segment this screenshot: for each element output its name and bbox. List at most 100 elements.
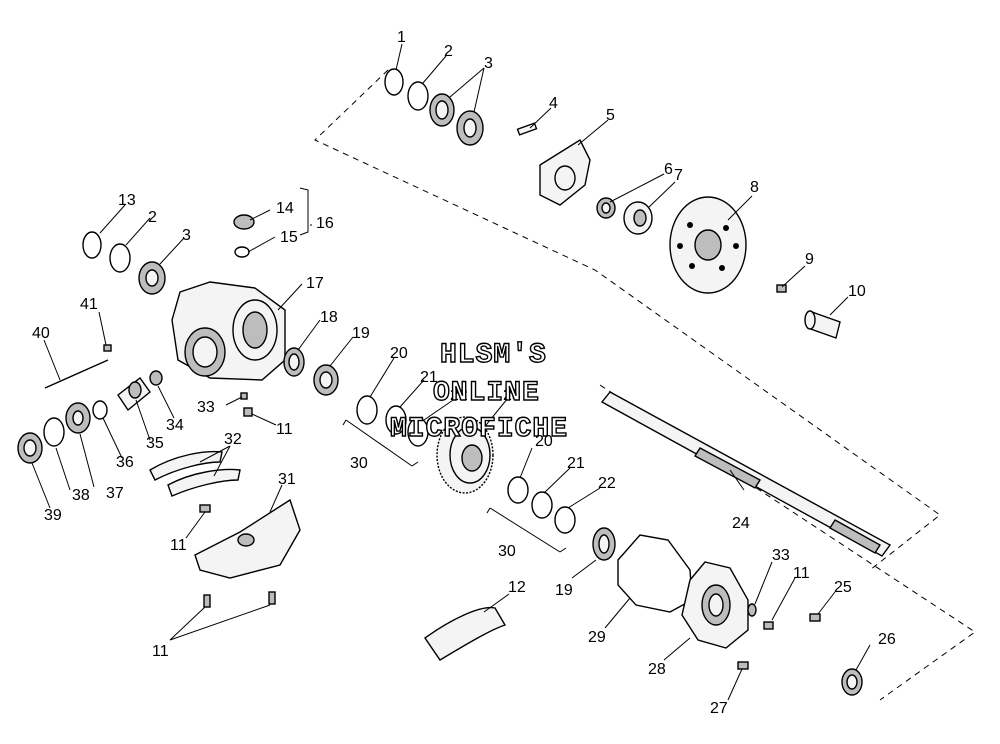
snap-ring-13 — [82, 231, 102, 259]
callout-35: 35 — [146, 435, 164, 452]
callout-9: 9 — [805, 251, 814, 268]
shaft-40 — [44, 359, 109, 389]
guard-12 — [424, 606, 507, 661]
callout-5: 5 — [606, 107, 615, 124]
callout-3-top: 3 — [484, 55, 493, 72]
callout-20-lower: 20 — [535, 433, 553, 450]
callout-13: 13 — [118, 192, 136, 209]
pinion-gear-35 — [117, 377, 151, 412]
bearing-3b — [456, 110, 484, 146]
bolt-11-right — [763, 621, 774, 630]
gasket-29 — [617, 534, 693, 613]
callout-19-lower: 19 — [555, 582, 573, 599]
callout-1: 1 — [397, 29, 406, 46]
callout-26: 26 — [878, 631, 896, 648]
leader-lines — [31, 43, 871, 701]
callout-15: 15 — [280, 229, 298, 246]
callout-34: 34 — [166, 417, 184, 434]
callout-28: 28 — [648, 661, 666, 678]
ring-38 — [43, 417, 65, 447]
callout-20-upper: 20 — [390, 345, 408, 362]
oring-36 — [92, 400, 108, 420]
bearing-3a — [429, 93, 455, 127]
callout-40: 40 — [32, 325, 50, 342]
shim-22-upper — [407, 417, 429, 447]
bolt-25 — [809, 613, 821, 622]
washer-33-right — [747, 603, 757, 617]
watermark-line-3: MICROFICHE — [390, 414, 568, 445]
callout-32: 32 — [224, 431, 242, 448]
snap-ring-2-top — [407, 81, 429, 111]
callout-2-top: 2 — [444, 43, 453, 60]
hub-7 — [623, 201, 653, 235]
callout-19-upper: 19 — [352, 325, 370, 342]
seal-39 — [17, 432, 43, 464]
snap-ring-1 — [384, 68, 404, 96]
callout-6: 6 — [664, 161, 673, 178]
callout-18: 18 — [320, 309, 338, 326]
callout-10: 10 — [848, 283, 866, 300]
callout-41: 41 — [80, 296, 98, 313]
shim-21-upper — [385, 405, 407, 435]
callout-38: 38 — [72, 487, 90, 504]
callout-11-right: 11 — [793, 565, 810, 582]
callout-30-lower: 30 — [498, 543, 516, 560]
callout-12: 12 — [508, 579, 526, 596]
shim-21-lower — [531, 491, 553, 519]
callout-22-lower: 22 — [598, 475, 616, 492]
callout-11-bottom: 11 — [152, 643, 169, 660]
bearing-34 — [149, 370, 163, 386]
callout-2-left: 2 — [148, 209, 157, 226]
seal-18 — [283, 347, 305, 377]
callout-25: 25 — [834, 579, 852, 596]
shim-32 — [149, 450, 241, 497]
pin-41 — [103, 344, 112, 352]
callout-31: 31 — [278, 471, 296, 488]
callout-27: 27 — [710, 700, 728, 717]
callout-30-upper: 30 — [350, 455, 368, 472]
bolt-27 — [737, 661, 749, 670]
shim-20-upper — [356, 395, 378, 425]
callout-14: 14 — [276, 200, 294, 217]
callout-33-left: 33 — [197, 399, 215, 416]
fill-plug-14 — [233, 214, 255, 230]
watermark-line-1: HLSM'S — [440, 340, 547, 371]
callout-36: 36 — [116, 454, 134, 471]
axle-shaft-24 — [600, 391, 892, 557]
watermark-line-2: ONLINE — [433, 378, 540, 409]
callout-8: 8 — [750, 179, 759, 196]
gearcase-housing-17 — [171, 281, 286, 381]
washer-15 — [234, 246, 250, 258]
callout-39: 39 — [44, 507, 62, 524]
bolt-11-skid — [199, 504, 276, 608]
seal-19-lower — [592, 527, 616, 561]
callout-11-skid: 11 — [170, 537, 187, 554]
shim-22-lower — [554, 506, 576, 534]
bearing-3-left — [138, 261, 166, 295]
brake-disc-8 — [669, 196, 747, 294]
callout-29: 29 — [588, 629, 606, 646]
bolt-11-housing — [243, 407, 253, 417]
callouts: 1 2 3 4 5 6 7 8 9 10 13 2 3 14 15 16 17 … — [32, 29, 896, 717]
callout-3-left: 3 — [182, 227, 191, 244]
bearing-37 — [65, 402, 91, 434]
callout-4: 4 — [549, 95, 558, 112]
snap-ring-2-left — [109, 243, 131, 273]
skid-plate-31 — [194, 498, 301, 579]
caliper-bracket-5 — [539, 138, 591, 206]
callout-17: 17 — [306, 275, 324, 292]
seal-26 — [841, 668, 863, 696]
callout-21-lower: 21 — [567, 455, 585, 472]
sleeve-10 — [804, 310, 841, 339]
callout-16: 16 — [316, 215, 334, 232]
assembly-outline-dash — [314, 69, 941, 571]
callout-23: 23 — [503, 387, 521, 404]
bolt-9 — [776, 284, 787, 293]
callout-7: 7 — [674, 167, 683, 184]
plug-33 — [240, 392, 248, 400]
ring-gear-23 — [436, 416, 494, 494]
cover-28 — [681, 561, 749, 649]
callout-11-housing: 11 — [276, 421, 293, 438]
